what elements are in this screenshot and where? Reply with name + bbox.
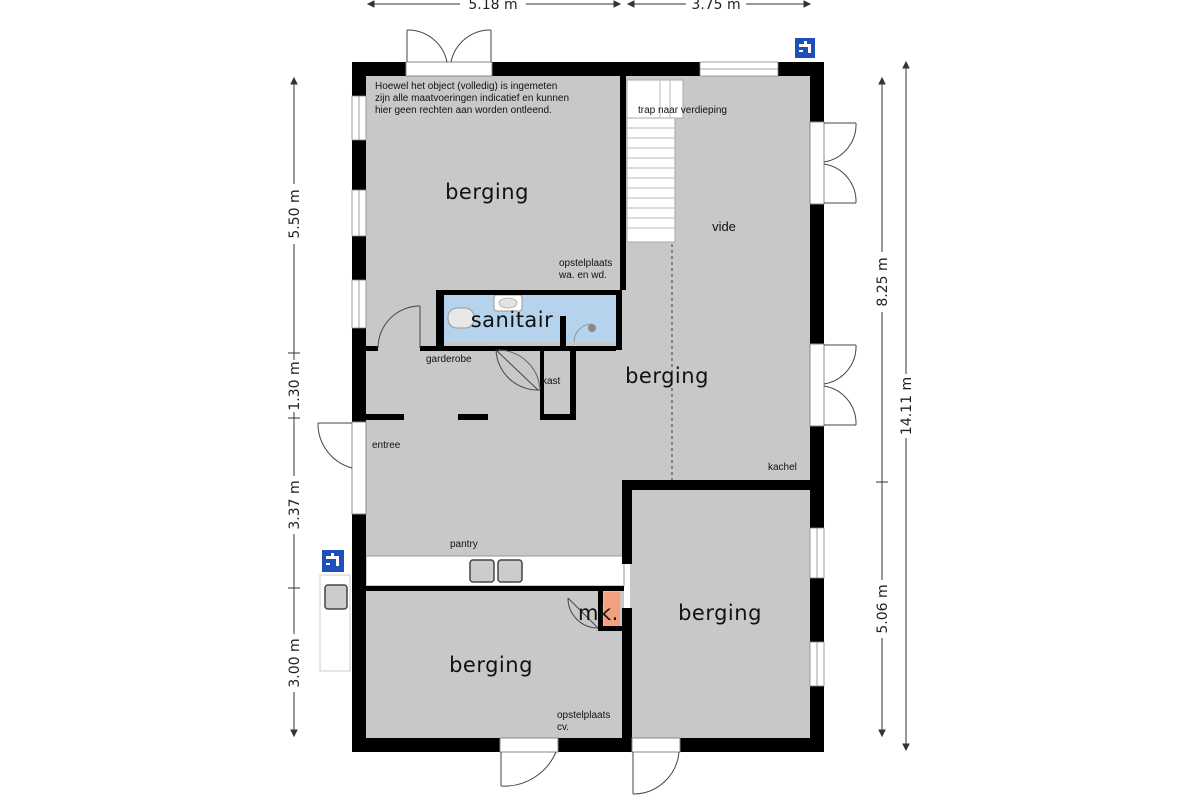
label-opstel-wa-1: opstelplaats	[559, 258, 612, 269]
dim-left-2: 1.30 m	[287, 361, 303, 410]
dim-top-left: 5.18 m	[468, 0, 517, 13]
dim-right-upper: 8.25 m	[875, 257, 891, 306]
label-kast: kast	[542, 376, 561, 387]
dim-left-3: 3.37 m	[287, 480, 303, 529]
dim-left-4: 3.00 m	[287, 638, 303, 687]
water-tap-icon	[322, 550, 344, 572]
room-label-berging-bottom: berging	[449, 653, 533, 677]
windows	[351, 61, 825, 687]
label-entree: entree	[372, 440, 401, 451]
sink-icon	[469, 559, 495, 583]
disclaimer-line-2: zijn alle maatvoeringen indicatief en ku…	[375, 93, 569, 104]
label-opstel-cv-2: cv.	[557, 722, 569, 733]
pantry-counter	[365, 555, 625, 587]
label-pantry: pantry	[450, 539, 478, 550]
sanitair-room	[444, 294, 616, 343]
dim-right-lower: 5.06 m	[875, 584, 891, 633]
label-opstel-wa-2: wa. en wd.	[558, 270, 607, 281]
dim-left-1: 5.50 m	[287, 189, 303, 238]
room-label-vide: vide	[712, 219, 736, 234]
room-label-berging-right: berging	[678, 601, 762, 625]
outdoor-sink	[319, 574, 351, 672]
room-label-mk: mk.	[578, 601, 619, 625]
disclaimer-line-1: Hoewel het object (volledig) is ingemete…	[375, 81, 557, 92]
room-label-sanitair: sanitair	[471, 308, 554, 332]
walls	[352, 62, 824, 752]
label-garderobe: garderobe	[426, 354, 472, 365]
room-label-berging-top: berging	[445, 180, 529, 204]
floor-berging-right	[630, 490, 810, 738]
dimension-label-bg	[282, 0, 918, 692]
label-opstel-cv-1: opstelplaats	[557, 710, 610, 721]
meterkast	[604, 592, 620, 628]
label-trap: trap naar verdieping	[638, 105, 727, 116]
label-kachel: kachel	[768, 462, 797, 473]
floor-berging-bottom	[366, 588, 624, 738]
stairs	[626, 79, 684, 243]
room-label-berging-center: berging	[625, 364, 709, 388]
dim-right-total: 14.11 m	[899, 377, 915, 435]
door-swing-icon	[317, 29, 857, 795]
floor-areas	[366, 76, 810, 738]
toilet-icon	[447, 307, 475, 329]
dim-top-right: 3.75 m	[691, 0, 740, 13]
floor-hall-entree	[366, 348, 624, 588]
shower-drain-icon	[588, 324, 596, 332]
disclaimer-line-3: hier geen rechten aan worden ontleend.	[375, 105, 552, 116]
water-tap-icon	[795, 38, 815, 58]
sink-icon	[497, 559, 523, 583]
sink-icon	[324, 584, 348, 610]
